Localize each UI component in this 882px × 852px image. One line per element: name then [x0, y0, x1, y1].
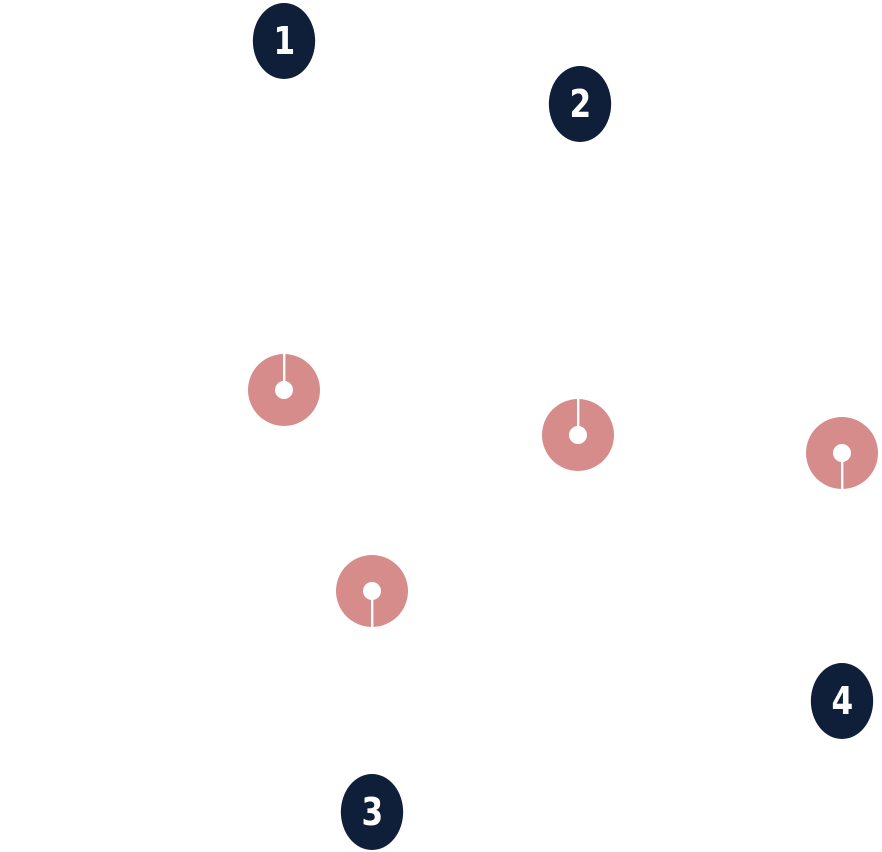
donut-marker-icon [542, 399, 614, 471]
number-badge-1: 1 [252, 3, 316, 79]
donut-shape [336, 555, 408, 627]
donut-slit [283, 354, 286, 390]
donut-shape [542, 399, 614, 471]
number-badge-4: 4 [810, 663, 874, 739]
donut-slit [841, 453, 844, 489]
donut-slit [577, 399, 580, 435]
donut-marker-icon [806, 417, 878, 489]
donut-shape [248, 354, 320, 426]
number-badge-3: 3 [340, 774, 404, 850]
donut-shape [806, 417, 878, 489]
number-badge-2: 2 [548, 66, 612, 142]
donut-marker-icon [336, 555, 408, 627]
donut-marker-icon [248, 354, 320, 426]
donut-slit [371, 591, 374, 627]
